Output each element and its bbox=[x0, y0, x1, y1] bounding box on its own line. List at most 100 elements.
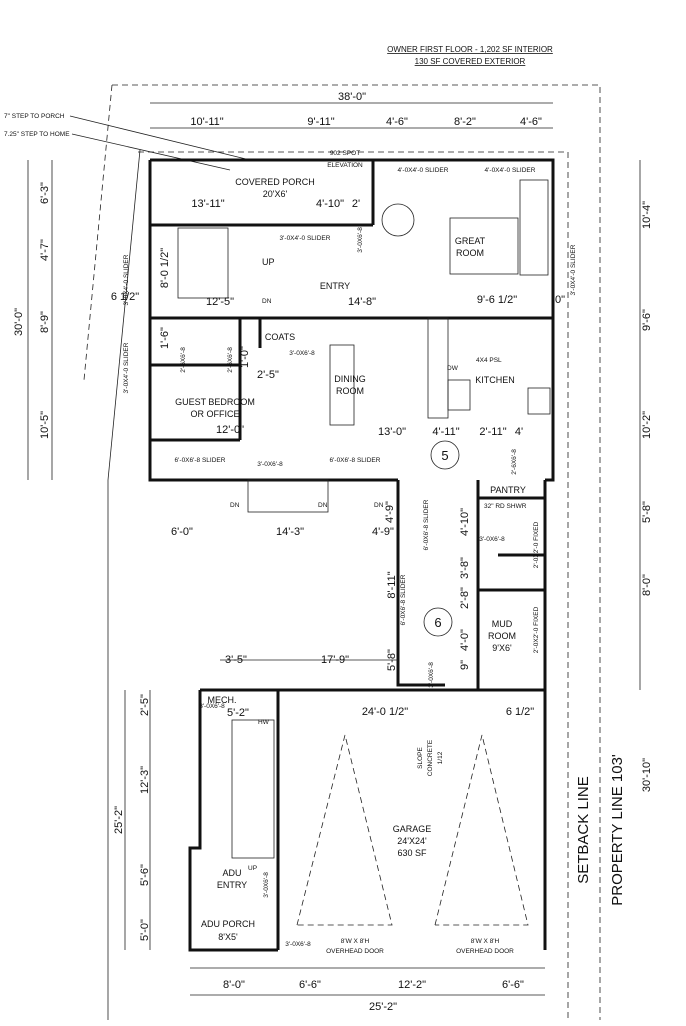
header-line-1: OWNER FIRST FLOOR - 1,202 SF INTERIOR bbox=[387, 45, 553, 54]
step-porch-note: 7" STEP TO PORCH bbox=[4, 113, 65, 120]
dim-b4: 6'-6" bbox=[502, 979, 524, 991]
wall bbox=[200, 688, 280, 950]
label-dn: DN bbox=[230, 502, 240, 509]
dim-right-f: 30'-10" bbox=[641, 758, 653, 792]
property-boundary-left bbox=[83, 84, 113, 381]
leader-line bbox=[69, 115, 251, 161]
section-marker-6-label: 6 bbox=[434, 615, 441, 630]
opening-w2: 4'-0X4'-0 SLIDER bbox=[485, 167, 536, 174]
dim-right-b: 9'-6" bbox=[641, 309, 653, 331]
dim-top-e: 4'-6" bbox=[520, 116, 542, 128]
opening-d7: 3'-0X6'-8 bbox=[479, 536, 505, 543]
dim-i28: 5'-8" bbox=[386, 649, 398, 671]
room-great-1: GREAT bbox=[455, 236, 486, 246]
label-dw: DW bbox=[447, 365, 459, 372]
room-mud-1: MUD bbox=[492, 619, 513, 629]
opening-d10: 3'-0X6'-8 bbox=[263, 872, 270, 898]
opening-d5: 3'-0X6'-8 bbox=[257, 461, 283, 468]
property-boundary-line bbox=[112, 84, 601, 1020]
room-garage-sf: 630 SF bbox=[397, 848, 427, 858]
dim-top-d: 8'-2" bbox=[454, 116, 476, 128]
dim-i12: 2'-5" bbox=[257, 369, 279, 381]
dim-i27: 9" bbox=[459, 660, 471, 670]
chair bbox=[381, 203, 415, 237]
kitchen-island bbox=[427, 317, 449, 419]
section-marker-5-label: 5 bbox=[441, 448, 448, 463]
opening-s3: 6'-0X6'-8 SLIDER bbox=[423, 499, 430, 550]
dim-left-b: 4'-7" bbox=[39, 239, 51, 261]
step-home-note: 7.25" STEP TO HOME bbox=[4, 131, 70, 138]
label-dn: DN bbox=[374, 502, 384, 509]
garage-car-outline bbox=[434, 734, 529, 926]
dim-i25: 8'-11" bbox=[386, 571, 398, 598]
label-slope-2: CONCRETE bbox=[427, 739, 434, 776]
dim-i2: 4'-10" bbox=[316, 198, 344, 210]
dim-g3: 5'-2" bbox=[227, 707, 249, 719]
label-slope-3: 1/12 bbox=[437, 751, 444, 764]
dim-right-e: 8'-0" bbox=[641, 574, 653, 596]
wall bbox=[150, 158, 375, 225]
spot-elevation-1: 902 SPOT bbox=[330, 150, 360, 157]
opening-w8: 2'-0X2'-0 FIXED bbox=[533, 606, 540, 653]
dim-i18: 6'-0" bbox=[171, 526, 193, 538]
dim-i13: 12'-0" bbox=[216, 424, 244, 436]
dim-g6: 2'-5" bbox=[139, 694, 151, 716]
room-covered-porch: COVERED PORCH bbox=[235, 177, 315, 187]
dim-b1: 8'-0" bbox=[223, 979, 245, 991]
opening-d1: 3'-0X6'-8 bbox=[357, 227, 364, 253]
opening-d4: 3'-0X6'-8 bbox=[289, 350, 315, 357]
dim-i7: 14'-8" bbox=[348, 296, 376, 308]
dim-i5: 6 1/2" bbox=[111, 291, 139, 303]
room-adu-entry-1: ADU bbox=[222, 868, 241, 878]
room-adu-porch: ADU PORCH bbox=[201, 919, 255, 929]
dim-i19: 14'-3" bbox=[276, 526, 304, 538]
dim-left-a: 6'-3" bbox=[39, 182, 51, 204]
dim-left-c: 8'-9" bbox=[39, 311, 51, 333]
dim-left-total: 30'-0" bbox=[13, 308, 25, 336]
label-dn: DN bbox=[262, 298, 272, 305]
room-entry: ENTRY bbox=[320, 281, 350, 291]
room-adu-entry-2: ENTRY bbox=[217, 880, 247, 890]
dim-left-d: 10'-5" bbox=[39, 411, 51, 439]
setback-left bbox=[107, 149, 141, 481]
room-mud-2: ROOM bbox=[488, 631, 516, 641]
dim-i15: 4'-11" bbox=[432, 426, 459, 438]
room-pantry: PANTRY bbox=[490, 485, 526, 495]
opening-w7: 2'-0X2'-0 FIXED bbox=[533, 521, 540, 568]
dim-right-d: 5'-8" bbox=[641, 501, 653, 523]
room-mud-size: 9'X6' bbox=[492, 643, 512, 653]
opening-w1: 4'-0X4'-0 SLIDER bbox=[398, 167, 449, 174]
room-great-2: ROOM bbox=[456, 248, 484, 258]
dim-i10: 1'-6" bbox=[159, 327, 171, 349]
room-dining-1: DINING bbox=[334, 374, 366, 384]
room-garage: GARAGE bbox=[393, 824, 432, 834]
dim-b5: 25'-2" bbox=[369, 1001, 397, 1013]
room-guest-1: GUEST BEDROOM bbox=[175, 397, 255, 407]
wall bbox=[278, 688, 547, 950]
opening-d11: 3'-0X6'-8 bbox=[285, 941, 311, 948]
range bbox=[527, 387, 551, 415]
label-hw: HW bbox=[258, 719, 270, 726]
opening-w3: 3'-0X4'-0 SLIDER bbox=[570, 244, 577, 295]
dim-i1: 13'-11" bbox=[191, 198, 224, 210]
stairs bbox=[231, 719, 275, 859]
opening-w5: 3'-0X4'-0 SLIDER bbox=[123, 254, 130, 305]
section-marker-5 bbox=[430, 440, 460, 470]
dining-table bbox=[329, 344, 355, 426]
dim-i11: 1'-0" bbox=[239, 346, 251, 368]
dim-i9: 0" bbox=[555, 294, 565, 306]
dim-i23: 3'-8" bbox=[459, 557, 471, 579]
dim-g10: 25'-2" bbox=[113, 806, 125, 834]
dim-i20: 4'-9" bbox=[372, 526, 394, 538]
room-coats: COATS bbox=[265, 332, 295, 342]
opening-w6: 3'-0X4'-0 SLIDER bbox=[123, 342, 130, 393]
dim-i14: 13'-0" bbox=[378, 426, 406, 438]
rug bbox=[449, 217, 519, 275]
dim-right-a: 10'-4" bbox=[641, 201, 653, 229]
room-adu-porch-size: 8'X5' bbox=[218, 932, 238, 942]
dim-top-a: 10'-11" bbox=[190, 116, 223, 128]
dim-b2: 6'-6" bbox=[299, 979, 321, 991]
sofa bbox=[519, 179, 549, 276]
room-dining-2: ROOM bbox=[336, 386, 364, 396]
dim-i3: 2' bbox=[352, 198, 360, 210]
